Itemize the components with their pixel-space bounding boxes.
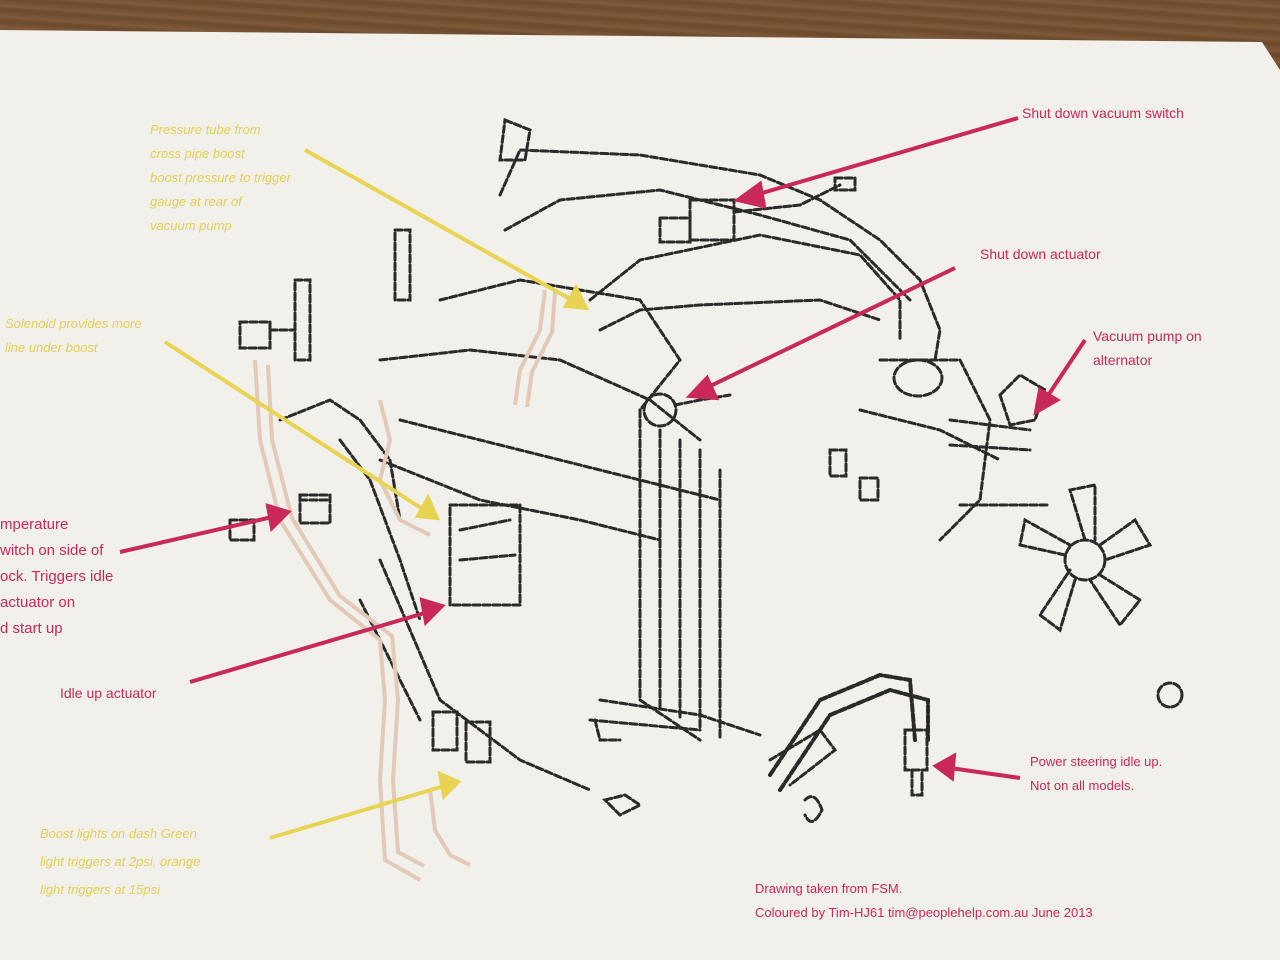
boost-lights-label: Boost lights on dash Green light trigger…: [40, 826, 201, 897]
idle-up-actuator-label: Idle up actuator: [60, 685, 157, 701]
temperature-switch-label: mperature witch on side of ock. Triggers…: [0, 516, 114, 637]
credits-line-2: Coloured by Tim-HJ61 tim@peoplehelp.com.…: [755, 905, 1093, 920]
vacuum-pump-label: Vacuum pump on alternator: [1093, 328, 1202, 368]
credits-line-1: Drawing taken from FSM.: [755, 881, 903, 896]
power-steering-label: Power steering idle up. Not on all model…: [1030, 754, 1163, 793]
shutdown-actuator-label: Shut down actuator: [980, 246, 1101, 262]
engine-line-drawing: [228, 117, 1184, 823]
pink-callout-arrows: [119, 116, 1087, 782]
yellow-callout-arrows: [163, 148, 590, 840]
pressure-tube-label: Pressure tube from cross pipe boost boos…: [150, 122, 291, 233]
shutdown-vacuum-switch-label: Shut down vacuum switch: [1022, 105, 1184, 121]
solenoid-label: Solenoid provides more line under boost: [5, 316, 142, 355]
